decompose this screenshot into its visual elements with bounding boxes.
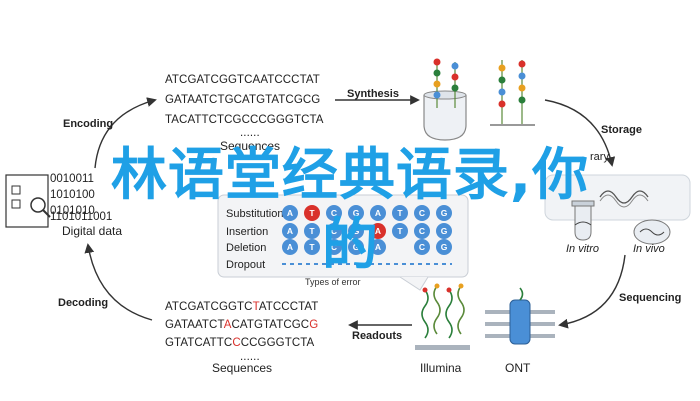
nucleotide-bead <box>436 205 452 221</box>
nucleotide-letter: T <box>397 208 403 218</box>
readout-seq-line-2: GATAATCTACATGTATCGCG <box>165 319 318 331</box>
nucleotide-bead <box>370 205 386 221</box>
nucleotide-letter: C <box>419 226 425 236</box>
nucleotide-bead <box>326 239 342 255</box>
storage-partial-label: rary <box>590 151 609 163</box>
error-nucleotide-rows: A T C G A T C G A T C G A T C G A T C G A C G <box>282 205 452 265</box>
nucleotide-letter: A <box>375 208 381 218</box>
nucleotide-bead <box>304 239 320 255</box>
readout-seq-line-3: GTATCATTCCCCGGGTCTA <box>165 337 314 349</box>
encoding-arrow <box>94 97 157 169</box>
nucleotide-bead <box>392 223 408 239</box>
nucleotide-bead <box>414 223 430 239</box>
nucleotide-letter: G <box>441 242 448 252</box>
nucleotide-letter: G <box>441 208 448 218</box>
overlay-title-line-1: 林语堂经典语录,你 <box>110 143 590 208</box>
nucleotide-letter: C <box>331 226 337 236</box>
nucleotide-bead <box>326 205 342 221</box>
nucleotide-letter: A <box>287 208 293 218</box>
storage-in-vitro: In vitro <box>566 243 599 255</box>
nucleotide-bead <box>436 223 452 239</box>
nucleotide-letter: G <box>353 226 360 236</box>
binary-line-2: 1010100 <box>50 189 95 201</box>
error-substitution: Substitution <box>226 208 283 220</box>
nucleotide-bead <box>304 205 320 221</box>
ont-icon <box>485 287 555 345</box>
nucleotide-letter: A <box>287 226 293 236</box>
encoded-seq-ellipsis: ...... <box>240 127 260 139</box>
overlay-title-line-2: 的 <box>322 213 378 278</box>
nucleotide-letter: T <box>309 226 315 236</box>
synthesis-icon <box>423 58 467 141</box>
stage-encoding: Encoding <box>63 118 113 130</box>
readout-seq-ellipsis: ...... <box>240 351 260 363</box>
nucleotide-letter: T <box>309 242 315 252</box>
binary-line-4: 1101011001 <box>50 211 112 223</box>
test-tube-icon <box>571 200 595 241</box>
nucleotide-bead <box>436 239 452 255</box>
sequencer-illumina: Illumina <box>420 361 462 375</box>
encoded-seq-label: Sequences <box>220 139 280 153</box>
stage-decoding: Decoding <box>58 297 108 309</box>
nucleotide-bead <box>304 223 320 239</box>
digital-data-label: Digital data <box>62 224 122 238</box>
digital-data-icon <box>5 174 51 228</box>
nucleotide-letter: A <box>375 242 381 252</box>
nucleotide-bead <box>414 239 430 255</box>
nucleotide-letter: T <box>397 226 403 236</box>
nucleotide-bead <box>282 239 298 255</box>
readout-seq-line-1: ATCGATCGGTCTATCCCTAT <box>165 301 318 313</box>
decoding-arrow <box>84 243 153 321</box>
nucleotide-letter: A <box>375 226 381 236</box>
encoded-seq-line-1: ATCGATCGGTCAATCCCTAT <box>165 74 320 86</box>
binary-line-3: 0101010 <box>50 205 95 217</box>
nucleotide-bead <box>348 223 364 239</box>
nucleotide-letter: T <box>309 208 315 218</box>
encoded-seq-line-3: TACATTCTCGCCCGGGTCTA <box>165 114 324 126</box>
nucleotide-bead <box>348 239 364 255</box>
error-deletion: Deletion <box>226 242 266 254</box>
nucleotide-letter: C <box>419 242 425 252</box>
nucleotide-bead <box>282 223 298 239</box>
illumina-icon <box>415 283 470 350</box>
binary-line-1: 0010011 <box>50 173 94 185</box>
error-title: Types of error <box>305 277 361 287</box>
nucleotide-letter: G <box>353 242 360 252</box>
nucleotide-bead <box>392 205 408 221</box>
stage-storage: Storage <box>601 124 642 136</box>
error-insertion: Insertion <box>226 226 268 238</box>
nucleotide-bead <box>348 205 364 221</box>
cell-icon <box>633 219 671 245</box>
encoded-seq-line-2: GATAATCTGCATGTATCGCG <box>165 94 320 106</box>
nucleotide-bead <box>370 223 386 239</box>
sequencer-ont: ONT <box>505 361 531 375</box>
storage-arrow <box>544 99 616 167</box>
storage-in-vivo: In vivo <box>633 243 665 255</box>
stage-readouts: Readouts <box>352 330 402 342</box>
nucleotide-letter: A <box>287 242 293 252</box>
readout-seq-label: Sequences <box>212 361 272 375</box>
nucleotide-bead <box>326 223 342 239</box>
nucleotide-bead <box>370 239 386 255</box>
synthesis-strands-icon <box>490 60 535 126</box>
nucleotide-bead <box>414 205 430 221</box>
nucleotide-letter: G <box>353 208 360 218</box>
nucleotide-letter: C <box>331 242 337 252</box>
error-dropout: Dropout <box>226 259 265 271</box>
nucleotide-bead <box>282 205 298 221</box>
nucleotide-letter: G <box>441 226 448 236</box>
nucleotide-letter: C <box>419 208 425 218</box>
nucleotide-letter: C <box>331 208 337 218</box>
sequencing-arrow <box>558 254 626 329</box>
stage-synthesis: Synthesis <box>347 88 399 100</box>
stage-sequencing: Sequencing <box>619 292 681 304</box>
